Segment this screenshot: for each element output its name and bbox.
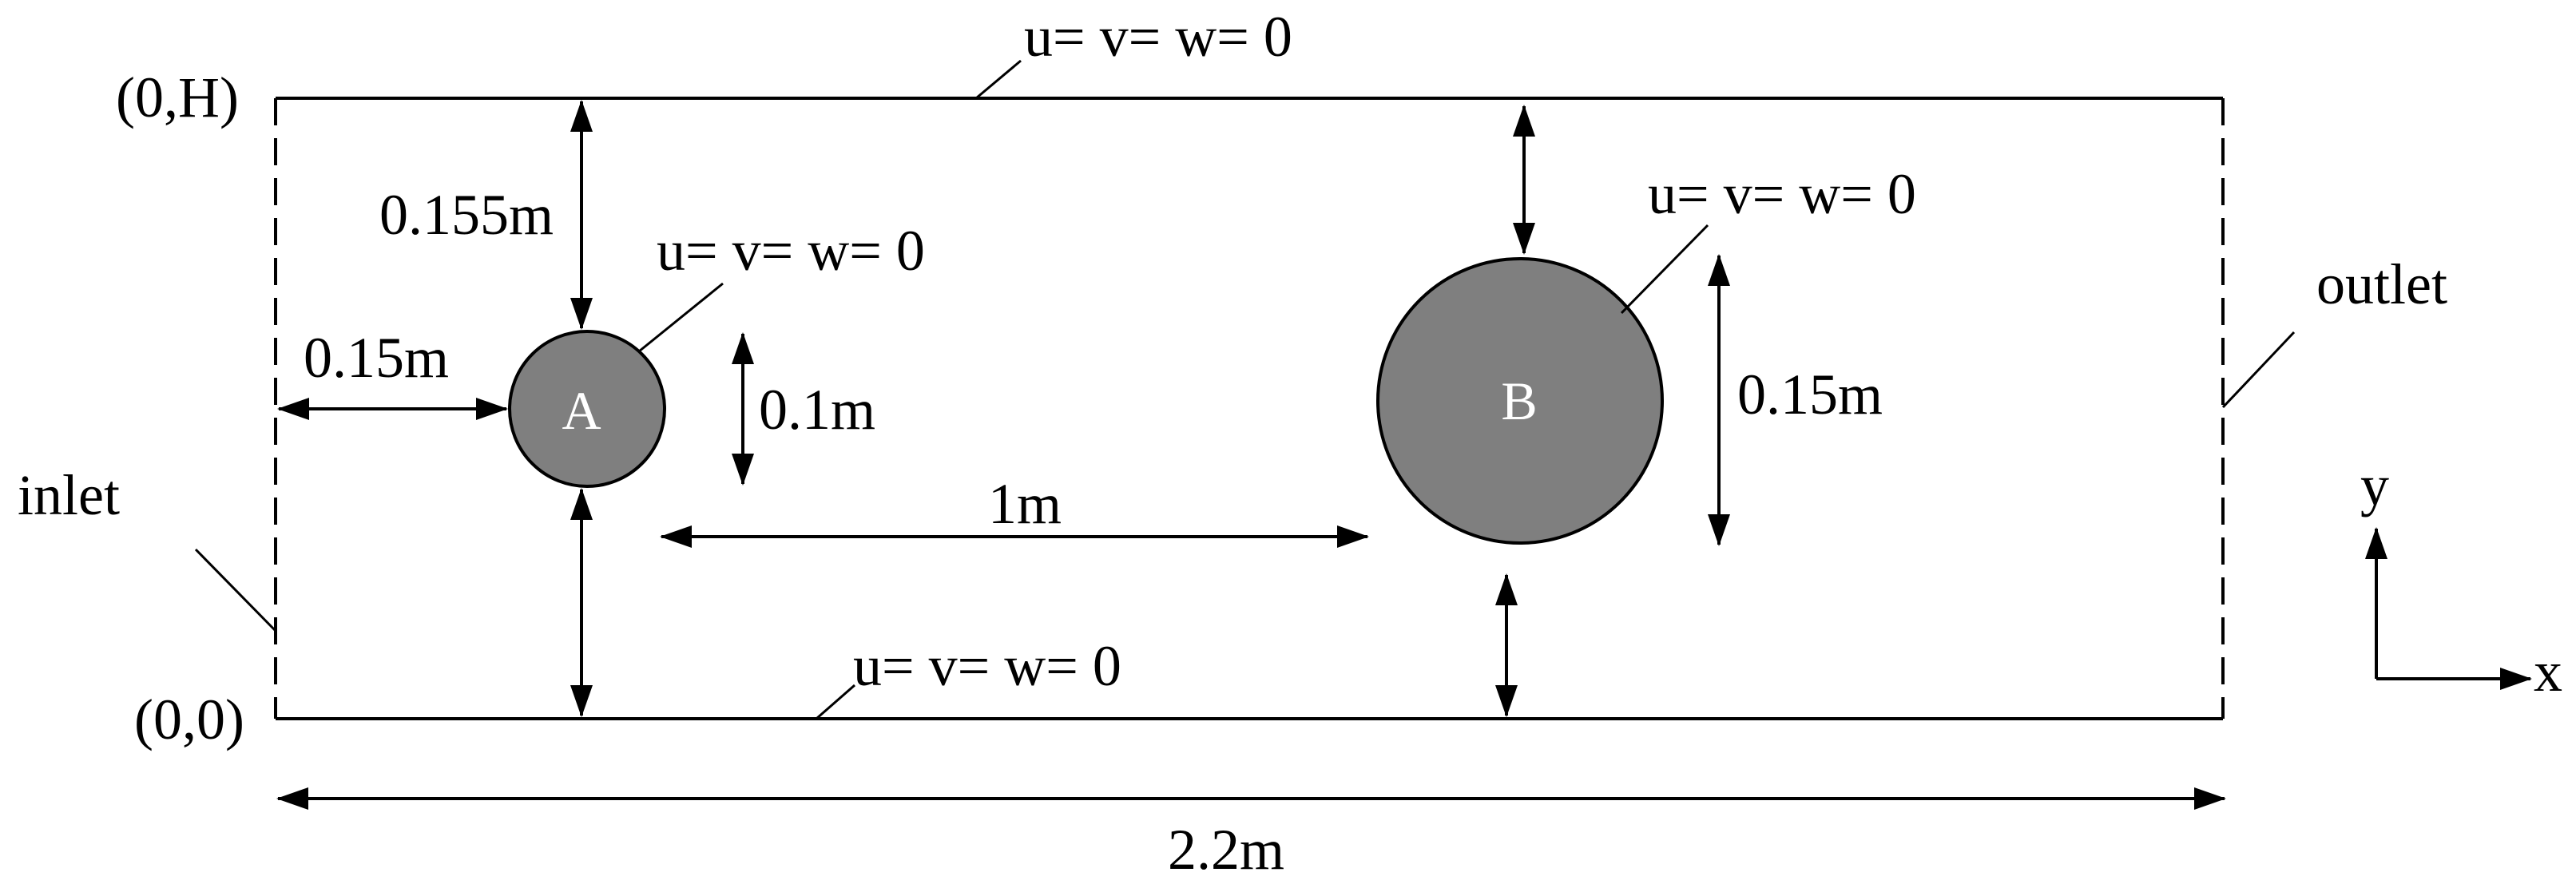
cylinder-a-label: A — [562, 380, 601, 441]
length-label: 2.2m — [1168, 818, 1284, 882]
outlet-leader — [2221, 331, 2296, 409]
gap-top-a-label: 0.155m — [379, 183, 554, 247]
spacing-ab-label: 1m — [988, 472, 1062, 536]
diam-b-label: 0.15m — [1737, 363, 1883, 426]
cylinder-b — [1376, 257, 1664, 545]
cylinder-b-label: B — [1501, 371, 1537, 431]
bottom-wall-leader — [816, 684, 855, 720]
cylinder-a — [508, 330, 666, 488]
top-wall-bc-label: u= v= w= 0 — [1024, 5, 1292, 69]
cylinder-b-bc-label: u= v= w= 0 — [1648, 162, 1916, 226]
x-axis-label: x — [2534, 640, 2562, 704]
cylinder-a-bc-label: u= v= w= 0 — [657, 219, 925, 283]
diam-a-label: 0.1m — [759, 378, 875, 442]
top-wall-leader — [975, 59, 1022, 100]
origin-bottom-label: (0,0) — [134, 688, 244, 751]
inlet-label: inlet — [18, 463, 120, 527]
origin-top-label: (0,H) — [116, 65, 239, 129]
cylinder-a-leader — [638, 282, 724, 353]
outlet-label: outlet — [2316, 252, 2447, 316]
y-axis-label: y — [2360, 454, 2389, 517]
bottom-wall-bc-label: u= v= w= 0 — [853, 634, 1121, 698]
cylinder-b-leader — [1620, 224, 1709, 315]
dist-inlet-a-label: 0.15m — [304, 326, 449, 390]
inlet-leader — [194, 548, 277, 632]
